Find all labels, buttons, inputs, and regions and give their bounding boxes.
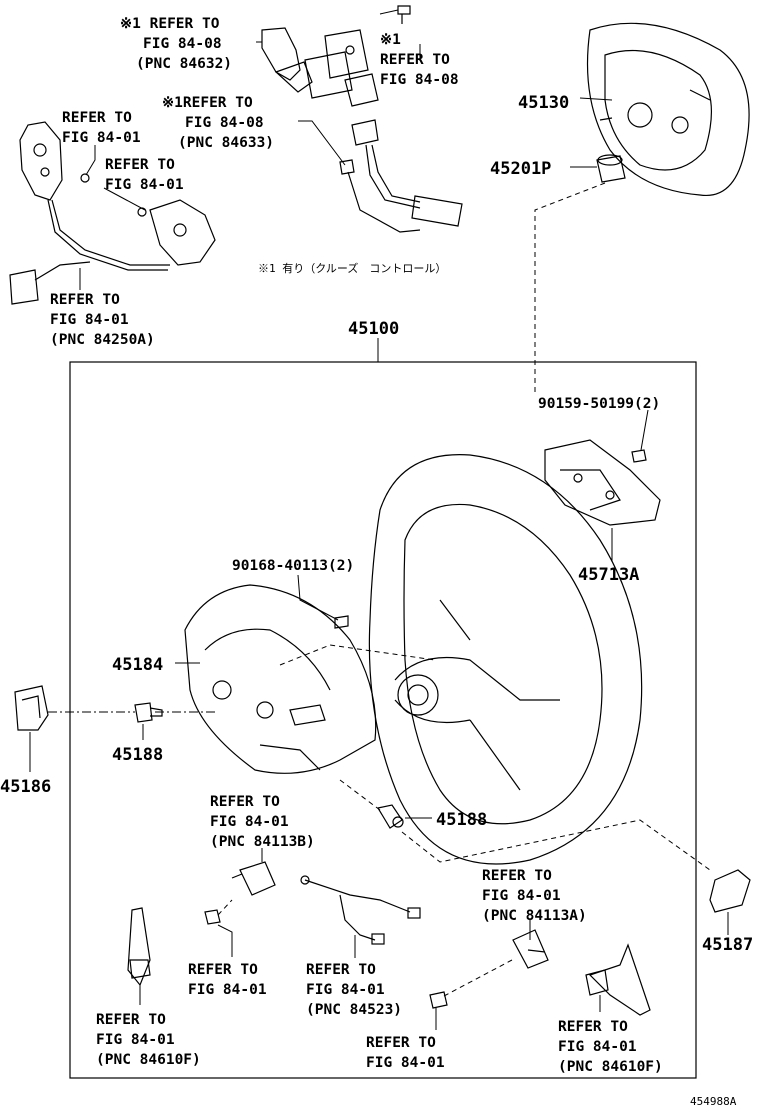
ref-84113B-line2: FIG 84-01 bbox=[210, 814, 289, 830]
ref-84523-line1: REFER TO bbox=[306, 962, 376, 978]
ref-84113B-line1: REFER TO bbox=[210, 794, 280, 810]
ref-84-01-c: REFER TO FIG 84-01 bbox=[188, 962, 267, 998]
part-45186: 45186 bbox=[0, 777, 51, 797]
ref-84-01-b-line1: REFER TO bbox=[105, 157, 175, 173]
ref-84113A-line1: REFER TO bbox=[482, 868, 552, 884]
bracket-84113A bbox=[512, 929, 549, 969]
ref-84250A-line2: FIG 84-01 bbox=[50, 312, 129, 328]
bracket-45713A bbox=[544, 439, 661, 526]
harness-84523 bbox=[300, 875, 421, 945]
part-45188-left: 45188 bbox=[112, 745, 163, 765]
ref-84-01-b: REFER TO FIG 84-01 bbox=[105, 157, 184, 193]
ref-84610F-left: REFER TO FIG 84-01 (PNC 84610F) bbox=[96, 1012, 201, 1068]
part-45713A: 45713A bbox=[578, 565, 639, 585]
ref-84-01-d-line2: FIG 84-01 bbox=[366, 1055, 445, 1071]
switch-assembly-84632 bbox=[261, 5, 411, 107]
ref-84632-line1: ※1 REFER TO bbox=[120, 16, 220, 32]
ref-84632-line3: (PNC 84632) bbox=[136, 56, 232, 72]
ref-84633-line2: FIG 84-08 bbox=[185, 115, 264, 131]
screw-45188-right bbox=[377, 804, 404, 829]
ref-84610F-right-line2: FIG 84-01 bbox=[558, 1039, 637, 1055]
ref-84610F-left-line1: REFER TO bbox=[96, 1012, 166, 1028]
ref-84523-line2: FIG 84-01 bbox=[306, 982, 385, 998]
ref-84-01-a-line1: REFER TO bbox=[62, 110, 132, 126]
part-45188-right: 45188 bbox=[436, 810, 487, 830]
ref-84-08-b-line1: ※1 bbox=[380, 32, 401, 48]
ref-84632-line2: FIG 84-08 bbox=[143, 36, 222, 52]
cover-45184 bbox=[184, 584, 377, 774]
ref-84250A: REFER TO FIG 84-01 (PNC 84250A) bbox=[50, 292, 155, 348]
cruise-control-note: ※1 有り（クルーズ コントロール） bbox=[258, 261, 446, 275]
diagram-id: 454988A bbox=[690, 1095, 737, 1108]
ref-84-01-c-line2: FIG 84-01 bbox=[188, 982, 267, 998]
airbag-pad-45130 bbox=[586, 22, 750, 197]
ref-84113B: REFER TO FIG 84-01 (PNC 84113B) bbox=[210, 794, 315, 850]
paddle-84610F-left bbox=[127, 907, 151, 987]
ref-84-08-b-line3: FIG 84-08 bbox=[380, 72, 459, 88]
ref-84-01-a-line2: FIG 84-01 bbox=[62, 130, 141, 146]
part-45201P: 45201P bbox=[490, 159, 551, 179]
ref-84-01-b-line2: FIG 84-01 bbox=[105, 177, 184, 193]
ref-84250A-line1: REFER TO bbox=[50, 292, 120, 308]
ref-84633-line1: ※1REFER TO bbox=[162, 95, 253, 111]
ref-84113B-line3: (PNC 84113B) bbox=[210, 834, 315, 850]
bushing-45201P bbox=[596, 154, 626, 183]
assembly-frame bbox=[69, 361, 697, 1079]
ref-84610F-right-line1: REFER TO bbox=[558, 1019, 628, 1035]
screw-bottom-center bbox=[429, 991, 448, 1009]
ref-84610F-right-line3: (PNC 84610F) bbox=[558, 1059, 663, 1075]
cap-45187 bbox=[709, 869, 751, 913]
part-90168-40113: 90168-40113(2) bbox=[232, 558, 354, 574]
ref-84-01-d: REFER TO FIG 84-01 bbox=[366, 1035, 445, 1071]
ref-84610F-left-line2: FIG 84-01 bbox=[96, 1032, 175, 1048]
ref-84113A-line3: (PNC 84113A) bbox=[482, 908, 587, 924]
ref-84-01-c-line1: REFER TO bbox=[188, 962, 258, 978]
part-45184: 45184 bbox=[112, 655, 163, 675]
switch-84113B bbox=[204, 861, 276, 925]
ref-84633-line3: (PNC 84633) bbox=[178, 135, 274, 151]
ref-84-01-a: REFER TO FIG 84-01 bbox=[62, 110, 141, 146]
ref-84633: ※1REFER TO FIG 84-08 (PNC 84633) bbox=[162, 95, 274, 151]
ref-84-01-d-line1: REFER TO bbox=[366, 1035, 436, 1051]
ref-84113A-line2: FIG 84-01 bbox=[482, 888, 561, 904]
steering-pad-switch-left bbox=[9, 121, 216, 305]
ref-84610F-right: REFER TO FIG 84-01 (PNC 84610F) bbox=[558, 1019, 663, 1075]
ref-84250A-line3: (PNC 84250A) bbox=[50, 332, 155, 348]
ref-84523-line3: (PNC 84523) bbox=[306, 1002, 402, 1018]
paddle-84610F-right bbox=[585, 943, 651, 1016]
part-90159-50199: 90159-50199(2) bbox=[538, 396, 660, 412]
harness-84633 bbox=[339, 119, 463, 233]
part-45130: 45130 bbox=[518, 93, 569, 113]
screw-45188-left bbox=[134, 702, 163, 723]
ref-84632: ※1 REFER TO FIG 84-08 (PNC 84632) bbox=[120, 16, 232, 72]
steering-wheel bbox=[368, 454, 643, 865]
part-45187: 45187 bbox=[702, 935, 753, 955]
cap-45186 bbox=[14, 685, 49, 731]
ref-84-08-b-line2: REFER TO bbox=[380, 52, 450, 68]
ref-84610F-left-line3: (PNC 84610F) bbox=[96, 1052, 201, 1068]
ref-84523: REFER TO FIG 84-01 (PNC 84523) bbox=[306, 962, 402, 1018]
ref-84-08-b: ※1 REFER TO FIG 84-08 bbox=[380, 32, 459, 88]
part-45100: 45100 bbox=[348, 319, 399, 339]
ref-84113A: REFER TO FIG 84-01 (PNC 84113A) bbox=[482, 868, 587, 924]
